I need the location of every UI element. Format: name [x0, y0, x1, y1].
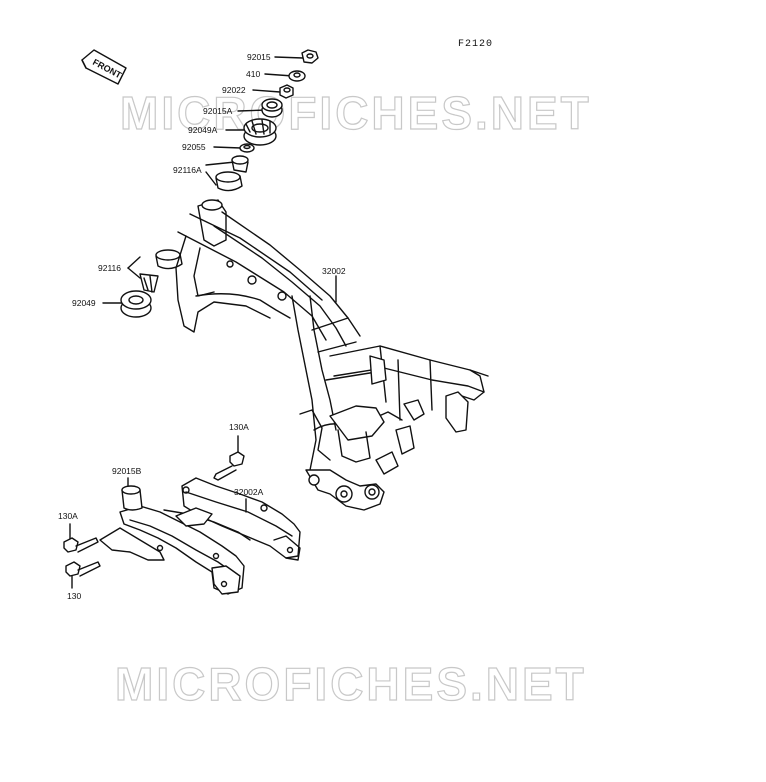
- race-92116A-upper: [231, 155, 249, 173]
- label-92116: 92116: [98, 263, 122, 273]
- label-92116A: 92116A: [173, 165, 202, 175]
- label-92015: 92015: [247, 52, 271, 62]
- label-130: 130: [67, 591, 82, 601]
- nut-92022: [279, 84, 294, 99]
- label-32002A: 32002A: [234, 487, 264, 497]
- front-arrow-icon: [81, 49, 127, 85]
- label-92015A: 92015A: [203, 106, 233, 116]
- subframe-32002A: [99, 477, 301, 595]
- frame-32002: [175, 199, 489, 511]
- nut-92015A: [261, 98, 283, 118]
- bolt-130A-left: [63, 523, 99, 553]
- bearing-92116-cone: [139, 273, 159, 293]
- bearing-92049: [120, 290, 152, 318]
- figure-code: F2120: [458, 39, 494, 50]
- label-130A-top: 130A: [229, 422, 249, 432]
- label-410: 410: [246, 69, 261, 79]
- watermark-top: MICROFICHES.NET: [119, 86, 592, 139]
- collar-92015B: [121, 485, 143, 511]
- bolt-130A-top: [213, 435, 245, 481]
- label-130A-left: 130A: [58, 511, 78, 521]
- bearing-92049A: [243, 118, 277, 146]
- label-92015B: 92015B: [112, 466, 142, 476]
- seal-92055: [239, 143, 255, 153]
- label-92049: 92049: [72, 298, 96, 308]
- nut-92015: [301, 49, 319, 64]
- washer-410: [288, 70, 306, 82]
- label-92055: 92055: [182, 142, 206, 152]
- bolt-130: [65, 561, 101, 589]
- label-92022: 92022: [222, 85, 246, 95]
- label-32002: 32002: [322, 266, 346, 276]
- race-92116A: [215, 171, 243, 192]
- watermark-bottom: MICROFICHES.NET: [114, 657, 587, 710]
- label-92049A: 92049A: [188, 125, 218, 135]
